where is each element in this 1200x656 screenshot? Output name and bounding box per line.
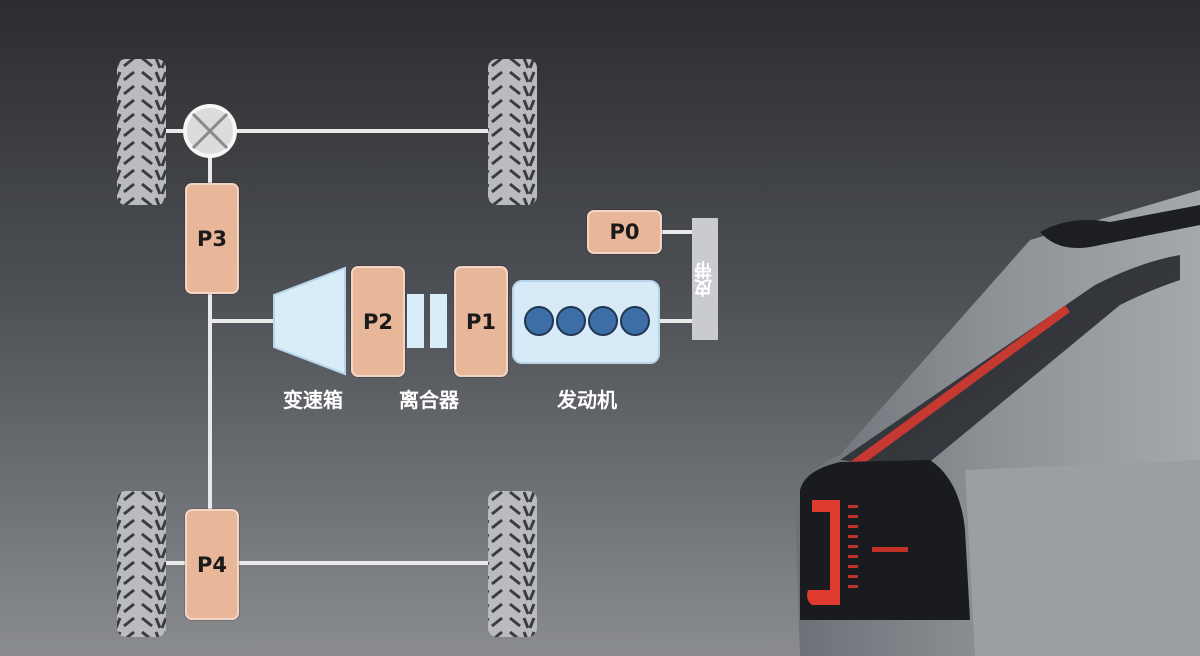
- clutch-plate-1: [407, 294, 424, 348]
- clutch-label: 离合器: [399, 388, 459, 412]
- belt-label: 皮带: [694, 261, 715, 297]
- engine-label: 发动机: [557, 388, 617, 412]
- module-p2-label: P2: [362, 309, 393, 334]
- belt-bar: 皮带: [692, 218, 718, 340]
- tire-rear-right: [488, 491, 537, 637]
- tail-light-strip: [850, 305, 1070, 468]
- module-p4-label: P4: [196, 552, 227, 577]
- clutch-plate-2: [430, 294, 447, 348]
- module-p1-label: P1: [465, 309, 496, 334]
- gearbox-label: 变速箱: [283, 388, 343, 412]
- module-p0-label: P0: [609, 220, 640, 244]
- cylinder-3: [588, 306, 618, 336]
- module-p0: P0: [587, 210, 662, 254]
- module-p2: P2: [351, 266, 405, 377]
- differential-cross-icon: [183, 104, 237, 158]
- module-p3: P3: [185, 183, 239, 294]
- cylinder-4: [620, 306, 650, 336]
- cylinder-2: [556, 306, 586, 336]
- engine-block: [512, 280, 660, 364]
- tail-light-l: [807, 500, 840, 605]
- module-p4: P4: [185, 509, 239, 620]
- cylinder-1: [524, 306, 554, 336]
- module-p3-label: P3: [196, 226, 227, 251]
- tire-front-left: [117, 59, 166, 205]
- tire-front-right: [488, 59, 537, 205]
- car-rear-image: [795, 190, 1200, 656]
- gearbox-shape: [273, 266, 346, 376]
- module-p1: P1: [454, 266, 508, 377]
- tire-rear-left: [117, 491, 166, 637]
